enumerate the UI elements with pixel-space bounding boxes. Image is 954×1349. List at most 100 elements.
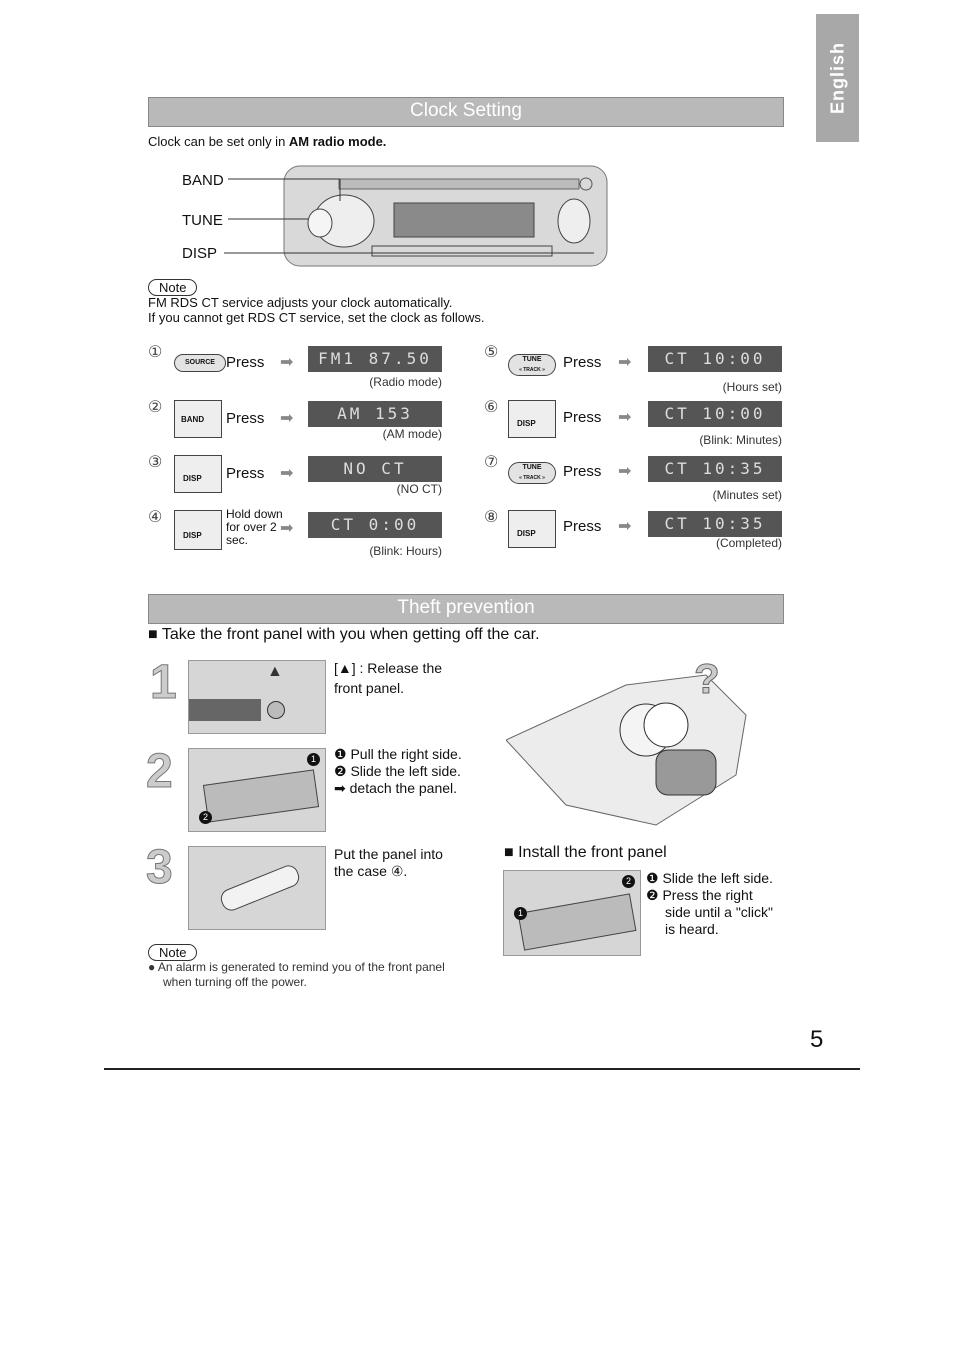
theft-prevention-title: Theft prevention xyxy=(148,594,784,624)
step-1-number: 1 xyxy=(150,656,178,710)
step-number: ④ xyxy=(148,509,163,526)
step-number: ① xyxy=(148,344,163,361)
clock-intro-text: Clock can be set only in xyxy=(148,134,289,149)
step-caption: (Hours set) xyxy=(722,380,782,394)
step-2-text: ❶ Pull the right side. ❷ Slide the left … xyxy=(334,746,462,797)
page-number: 5 xyxy=(810,1026,824,1053)
disp-button-icon: DISP xyxy=(508,510,556,548)
step-caption: (NO CT) xyxy=(396,482,442,496)
front-panel-graphic xyxy=(517,893,637,951)
lcd-display: AM 153 xyxy=(308,401,442,427)
arrow-right-icon: ➡ xyxy=(618,463,632,480)
step-action: Press xyxy=(563,463,602,480)
arrow-right-icon: ➡ xyxy=(280,520,294,537)
clock-setting-title: Clock Setting xyxy=(148,97,784,127)
install-line-1: ❶ Slide the left side. xyxy=(646,870,773,886)
step-action: Press xyxy=(563,518,602,535)
step-number: ② xyxy=(148,399,163,416)
release-panel-illustration: ▲ xyxy=(188,660,326,734)
disp-key-label: DISP xyxy=(517,419,536,428)
unit-slot-graphic xyxy=(189,699,261,721)
square-bullet-icon: ■ xyxy=(504,844,519,861)
theft-note-label: Note xyxy=(148,944,198,961)
theft-note-line-1: ● An alarm is generated to remind you of… xyxy=(148,960,445,974)
band-label: BAND xyxy=(182,172,224,189)
disp-button-icon: DISP xyxy=(508,400,556,438)
head-unit-illustration xyxy=(224,165,608,267)
step-number: ⑤ xyxy=(484,344,499,361)
step-1-line-1: [▲] : Release the xyxy=(334,660,443,676)
lcd-display: CT 10:35 xyxy=(648,511,782,537)
driver-illustration: ? xyxy=(506,655,747,826)
step-action: Press xyxy=(563,354,602,371)
marker-1-icon: 1 xyxy=(307,753,320,766)
marker-1-icon: 1 xyxy=(514,907,527,920)
step-3-line-2: the case ④. xyxy=(334,863,408,879)
disp-key-label: DISP xyxy=(183,474,202,483)
tune-key-label: TUNE xyxy=(522,356,542,363)
step-2-line-2: ❷ Slide the left side. xyxy=(334,763,461,779)
detach-panel-illustration: 1 2 xyxy=(188,748,326,832)
arrow-right-icon: ➡ xyxy=(618,409,632,426)
theft-note-line-2: when turning off the power. xyxy=(163,975,307,989)
install-title-text: Install the front panel xyxy=(518,844,667,861)
lcd-display: NO CT xyxy=(308,456,442,482)
install-line-2: ❷ Press the right xyxy=(646,887,753,903)
install-line-3: side until a "click" xyxy=(665,904,773,920)
theft-headline: ■ Take the front panel with you when get… xyxy=(148,626,540,644)
step-action: Press xyxy=(226,354,265,371)
marker-2-icon: 2 xyxy=(622,875,635,888)
source-button-icon: SOURCE xyxy=(174,354,226,372)
step-1-text: [▲] : Release the front panel. xyxy=(334,658,442,698)
band-button-icon: BAND xyxy=(174,400,222,438)
disp-key-label: DISP xyxy=(183,531,202,540)
tune-label: TUNE xyxy=(182,212,223,229)
hold-line-3: sec. xyxy=(226,533,249,547)
hold-line-1: Hold down xyxy=(226,507,283,521)
step-number: ⑦ xyxy=(484,454,499,471)
step-caption: (Completed) xyxy=(715,536,782,550)
clock-note-label: Note xyxy=(148,279,198,296)
square-bullet-icon: ■ xyxy=(148,626,162,643)
tune-button-icon: TUNE « TRACK » xyxy=(508,462,556,484)
step-2-number: 2 xyxy=(146,745,174,799)
clock-steps-right: ⑤ TUNE « TRACK » Press ➡ CT 10:00 (Hours… xyxy=(484,342,784,572)
step-number: ⑧ xyxy=(484,509,499,526)
theft-note-text: ● An alarm is generated to remind you of… xyxy=(148,960,445,990)
install-panel-illustration: 2 1 xyxy=(503,870,641,956)
step-2-line-3: ➡ detach the panel. xyxy=(334,780,458,796)
theft-headline-text: Take the front panel with you when getti… xyxy=(161,626,540,643)
step-caption: (Blink: Minutes) xyxy=(699,433,782,447)
step-3-line-1: Put the panel into xyxy=(334,846,443,862)
front-panel-graphic xyxy=(202,769,320,823)
step-number: ⑥ xyxy=(484,399,499,416)
tune-button-icon: TUNE « TRACK » xyxy=(508,354,556,376)
step-caption: (AM mode) xyxy=(382,427,442,441)
step-action: Press xyxy=(563,409,602,426)
step-action: Press xyxy=(226,410,265,427)
install-text: ❶ Slide the left side. ❷ Press the right… xyxy=(646,870,773,938)
arrow-right-icon: ➡ xyxy=(280,354,294,371)
clock-intro: Clock can be set only in AM radio mode. xyxy=(148,134,386,149)
language-tab: English xyxy=(816,14,859,142)
band-key-label: BAND xyxy=(181,415,205,424)
arrow-right-icon: ➡ xyxy=(618,354,632,371)
clock-steps-left: ① SOURCE Press ➡ FM1 87.50 (Radio mode) … xyxy=(148,342,448,572)
hold-line-2: for over 2 xyxy=(226,520,277,534)
step-3-number: 3 xyxy=(146,841,174,895)
install-line-4: is heard. xyxy=(665,921,719,937)
arrow-right-icon: ➡ xyxy=(280,465,294,482)
arrow-right-icon: ➡ xyxy=(618,518,632,535)
clock-intro-bold: AM radio mode. xyxy=(288,134,387,149)
marker-2-icon: 2 xyxy=(199,811,212,824)
language-tab-label: English xyxy=(827,41,847,115)
release-arrow-icon: ▲ xyxy=(267,663,283,680)
disp-label: DISP xyxy=(182,245,218,262)
step-3-text: Put the panel into the case ④. xyxy=(334,846,443,880)
lcd-display: CT 10:35 xyxy=(648,456,782,482)
svg-text:?: ? xyxy=(694,655,720,702)
arrow-right-icon: ➡ xyxy=(280,410,294,427)
step-2-line-1: ❶ Pull the right side. xyxy=(334,746,462,762)
lcd-display: CT 0:00 xyxy=(308,512,442,538)
step-number: ③ xyxy=(148,454,163,471)
